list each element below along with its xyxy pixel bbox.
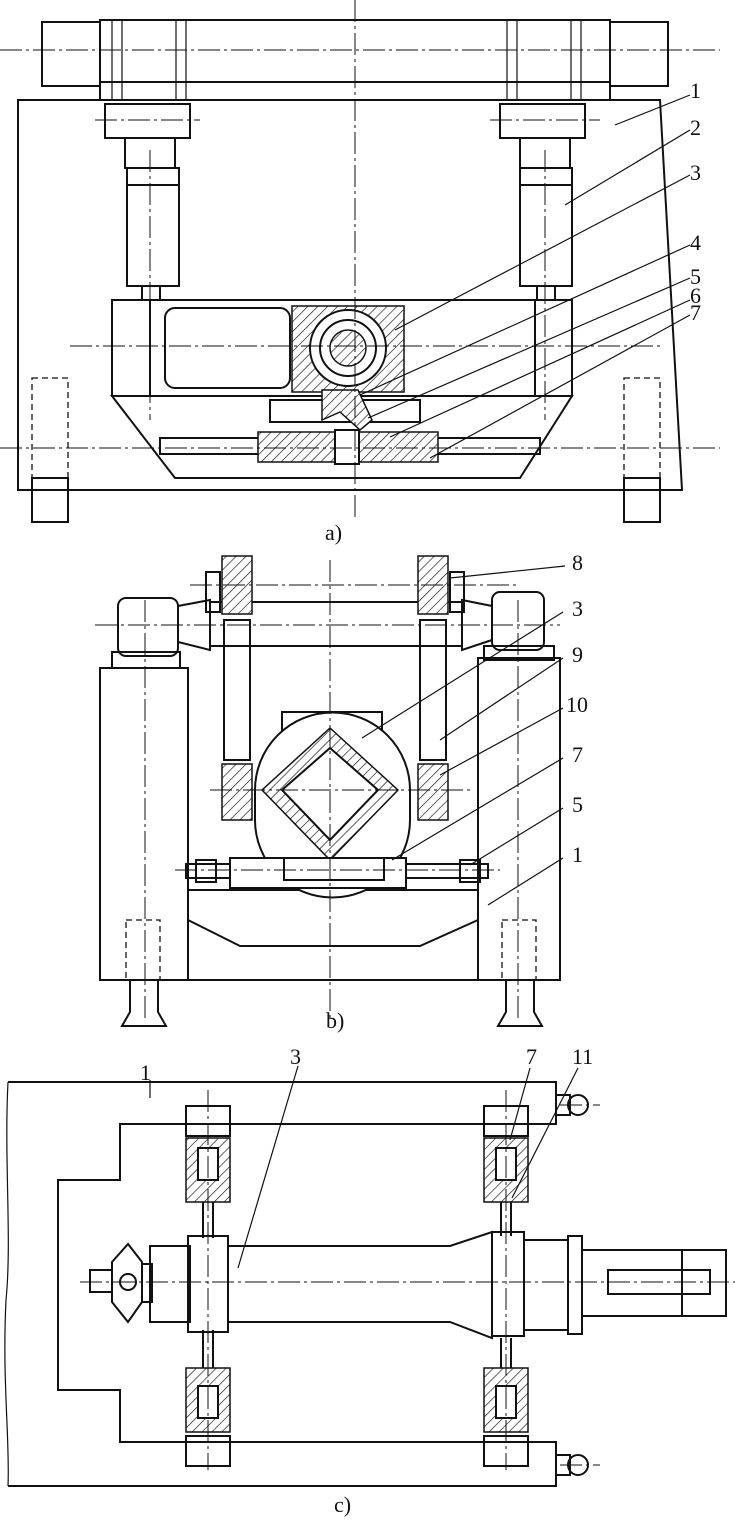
label-b-8: 8: [572, 550, 583, 575]
centerlines-b: [95, 560, 560, 1020]
screw-nut-b: [283, 857, 385, 881]
label-a-3: 3: [690, 160, 701, 185]
left-i-beam-a: [112, 299, 151, 397]
label-a-6: 6: [690, 283, 701, 308]
label-a-1: 1: [690, 78, 701, 103]
right-i-beam-a: [534, 299, 572, 397]
label-b-1: 1: [572, 842, 583, 867]
left-bracket-a: [104, 103, 191, 139]
left-handle-c: [89, 1242, 153, 1324]
left-shaft-end-b: [117, 597, 179, 657]
left-wheel-a: [31, 377, 69, 523]
rods-c: [202, 1202, 512, 1368]
label-a-7: 7: [690, 300, 701, 325]
label-c-7: 7: [526, 1044, 537, 1069]
break-line-c: [4, 1081, 9, 1487]
bearing-mid-a: [319, 319, 377, 377]
shaft-right-hub-c: [491, 1231, 525, 1337]
label-b-5: 5: [572, 792, 583, 817]
shaft-end-block-c: [681, 1249, 727, 1317]
view-a: 1 2 3 4 5 6 7 a): [0, 0, 720, 545]
left-column-b: [99, 667, 189, 981]
left-column-cap-b: [111, 651, 181, 669]
label-a-4: 4: [690, 230, 701, 255]
label-b-7: 7: [572, 742, 583, 767]
right-wheel-a: [623, 377, 661, 523]
right-column-cap-b: [483, 645, 555, 661]
leader-lines-b: [361, 565, 566, 906]
label-c-11: 11: [572, 1044, 593, 1069]
right-cylinder-a: [519, 167, 573, 287]
top-shaft-b: [209, 601, 463, 647]
view-c: 1 3 7 11 c): [4, 1044, 735, 1517]
view-b: 8 3 9 10 7 5 1 b): [95, 550, 588, 1033]
screw-end-b: [459, 859, 481, 883]
left-top-block-a: [41, 21, 101, 87]
right-wheel-b: [496, 919, 544, 1027]
plate-outline-c: [8, 1081, 557, 1487]
label-a-2: 2: [690, 115, 701, 140]
frame-a-outline: [17, 81, 684, 491]
left-chain-b: [223, 619, 251, 761]
shaft-extension-c: [581, 1249, 683, 1317]
base-curve-b: [187, 919, 479, 947]
left-bolts-a: [111, 20, 187, 100]
label-c-1: 1: [140, 1060, 151, 1085]
shaft-flange-c: [567, 1235, 583, 1335]
shaft-right-body-c: [523, 1239, 569, 1331]
leader-lines-a: [359, 94, 691, 459]
centerlines-c: [80, 1090, 735, 1470]
centerlines-a: [0, 0, 720, 518]
right-chain-b: [419, 619, 447, 761]
right-top-block-a: [609, 21, 669, 87]
right-bracket-a: [499, 103, 586, 139]
left-cylinder-a: [126, 167, 180, 287]
right-lower-sprocket-b: [417, 763, 449, 821]
caption-c: c): [334, 1492, 351, 1517]
caption-a: a): [325, 520, 342, 545]
leader-lines-c: [149, 1065, 579, 1269]
left-lower-sprocket-b: [221, 763, 253, 821]
shaft-a: [329, 329, 367, 367]
label-b-3: 3: [572, 596, 583, 621]
left-sprocket-hub-b: [205, 571, 221, 613]
label-b-9: 9: [572, 642, 583, 667]
caption-b: b): [326, 1008, 344, 1033]
right-sprocket-hub-b: [449, 571, 465, 613]
left-wheel-b: [120, 919, 168, 1027]
screw-body-b: [229, 857, 407, 889]
label-c-3: 3: [290, 1044, 301, 1069]
label-b-10: 10: [566, 692, 588, 717]
main-shaft-c: [227, 1230, 493, 1340]
base-b: [187, 889, 479, 981]
cylinder-rods-a: [141, 286, 556, 300]
right-bolts-a: [506, 20, 582, 100]
screw-end-left-b: [195, 859, 217, 883]
shaft-left-collar-c: [149, 1245, 191, 1323]
beam-web-a: [164, 307, 291, 389]
label-a-5: 5: [690, 264, 701, 289]
